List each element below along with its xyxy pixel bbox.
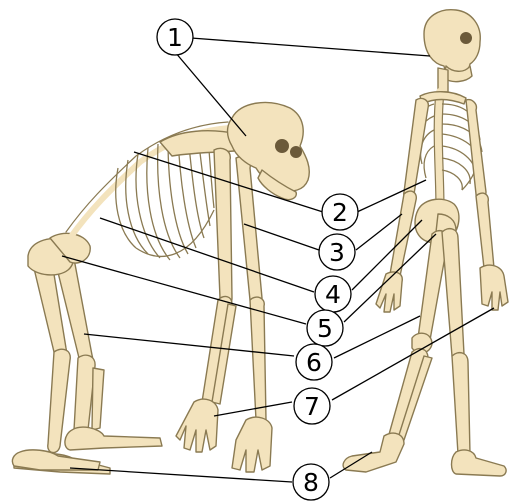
callout-1: 1 [157,19,193,55]
human-leg2-femur [442,229,464,361]
callout-6-label: 6 [306,348,322,377]
ape-arm2-hand [232,417,272,472]
human-arm2-hand [480,265,508,310]
callout-6: 6 [296,344,332,380]
leader-7-ape [214,402,292,416]
callout-5: 5 [307,310,343,346]
ape-ribcage [116,136,214,260]
human-skeleton [343,10,508,476]
leader-6-human [334,316,420,358]
leader-4-ape [100,218,314,292]
ape-eye-socket [275,139,289,153]
human-leg2-tibia [452,353,470,460]
human-eye-socket [460,32,472,44]
callout-8: 8 [293,464,329,500]
leader-1-human-skull [191,38,430,56]
human-arm2-humerus [466,100,486,199]
human-skull [424,10,480,77]
callout-7-label: 7 [304,392,320,421]
human-arm2-forearm [476,193,494,274]
ape-leg2-foot [12,450,100,470]
callout-2-label: 2 [332,198,348,227]
ape-humerus [214,148,232,305]
ape-hind-foot [65,427,162,450]
human-spine-fill [438,92,440,210]
human-forearm [390,191,417,281]
callout-4-label: 4 [325,280,341,309]
callout-3-label: 3 [329,238,345,267]
callout-3: 3 [319,234,355,270]
human-leg2-foot [452,450,507,476]
callout-4: 4 [315,276,351,312]
callout-7: 7 [294,388,330,424]
ape-skeleton [12,103,309,474]
leader-1-ape-skull [175,52,246,136]
ape-hand [176,399,218,452]
leader-5-ape [62,256,306,324]
callout-2: 2 [322,194,358,230]
callout-1-label: 1 [167,23,183,52]
callout-8-label: 8 [303,468,319,497]
ape-eye-socket-2 [290,146,302,158]
ape-hind-fibula [92,368,104,430]
leader-8-ape [70,468,292,482]
human-foot [343,433,404,472]
callout-5-label: 5 [317,314,333,343]
